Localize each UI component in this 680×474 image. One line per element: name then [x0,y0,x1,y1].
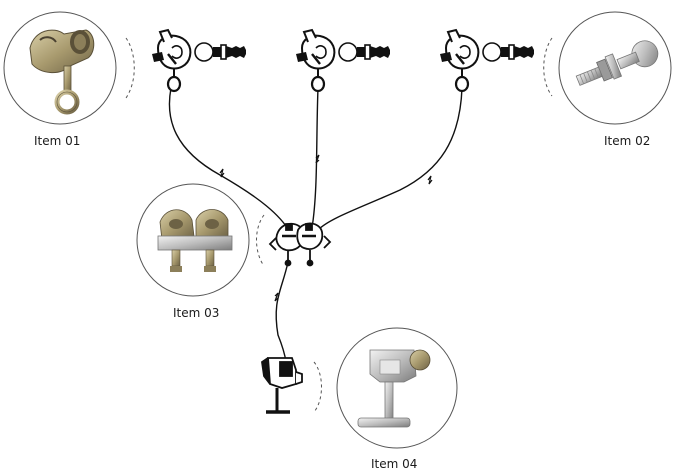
cluster-clamp-drawing [268,222,332,267]
item-03-thumbnail [136,183,250,297]
twin-cluster-clamp-image [157,209,233,272]
c-clamp-drawing [261,357,303,414]
item-01-thumbnail [3,11,117,125]
cable-break-marks [219,154,433,302]
item-04-thumbnail [336,327,458,449]
clamp-drawing-middle [294,28,392,93]
item-02-label: Item 02 [604,134,651,148]
clamp-with-eye-bolt-image [29,29,95,115]
cables [168,87,463,363]
cable-down [275,261,289,363]
ball-stud-image [575,40,659,86]
cable-middle [311,87,319,229]
item-04-label: Item 04 [371,457,418,471]
item-02-thumbnail [558,11,672,125]
cable-right [317,87,463,231]
c-clamp-with-t-handle-image [357,349,431,428]
item-01-label: Item 01 [34,134,81,148]
cable-left [168,87,291,233]
clamp-drawing-right [438,28,536,93]
clamp-drawing-left [150,28,248,93]
item-03-label: Item 03 [173,306,220,320]
leader-arcs [125,37,553,413]
